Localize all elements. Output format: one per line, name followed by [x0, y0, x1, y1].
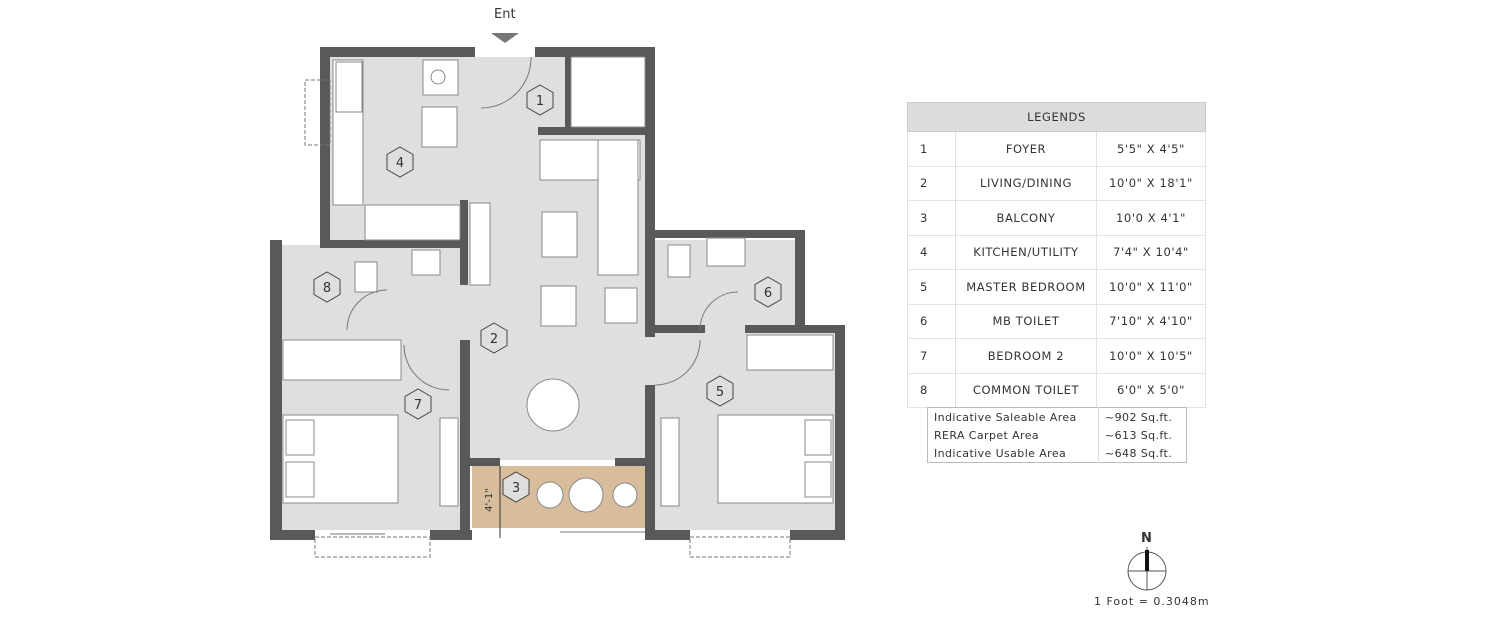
entrance-arrow-icon	[491, 33, 519, 43]
svg-text:1: 1	[536, 94, 544, 109]
scale-note: 1 Foot = 0.3048m	[1094, 595, 1210, 608]
svg-text:3: 3	[512, 481, 520, 496]
svg-text:8: 8	[323, 281, 331, 296]
room-marker-6: 6	[754, 276, 782, 308]
svg-text:4: 4	[396, 156, 404, 171]
compass-icon	[1127, 547, 1167, 591]
svg-text:7: 7	[414, 398, 422, 413]
entrance-label: Ent	[494, 7, 516, 22]
room-marker-1: 1	[526, 84, 554, 116]
svg-text:2: 2	[490, 332, 498, 347]
floor-plan: 4'-1" 1 2 3 4 5 6 7 8	[270, 33, 845, 558]
balcony-dimension: 4'-1"	[484, 488, 495, 512]
room-marker-2: 2	[480, 322, 508, 354]
room-marker-5: 5	[706, 375, 734, 407]
area-table: Indicative Saleable Area~902 Sq.ft. RERA…	[927, 407, 1187, 463]
room-marker-7: 7	[404, 388, 432, 420]
svg-text:6: 6	[764, 286, 772, 301]
svg-text:5: 5	[716, 385, 724, 400]
room-marker-3: 3	[502, 471, 530, 503]
north-label: N	[1141, 531, 1152, 546]
room-marker-4: 4	[386, 146, 414, 178]
legend-title: LEGENDS	[907, 102, 1206, 132]
room-marker-8: 8	[313, 271, 341, 303]
